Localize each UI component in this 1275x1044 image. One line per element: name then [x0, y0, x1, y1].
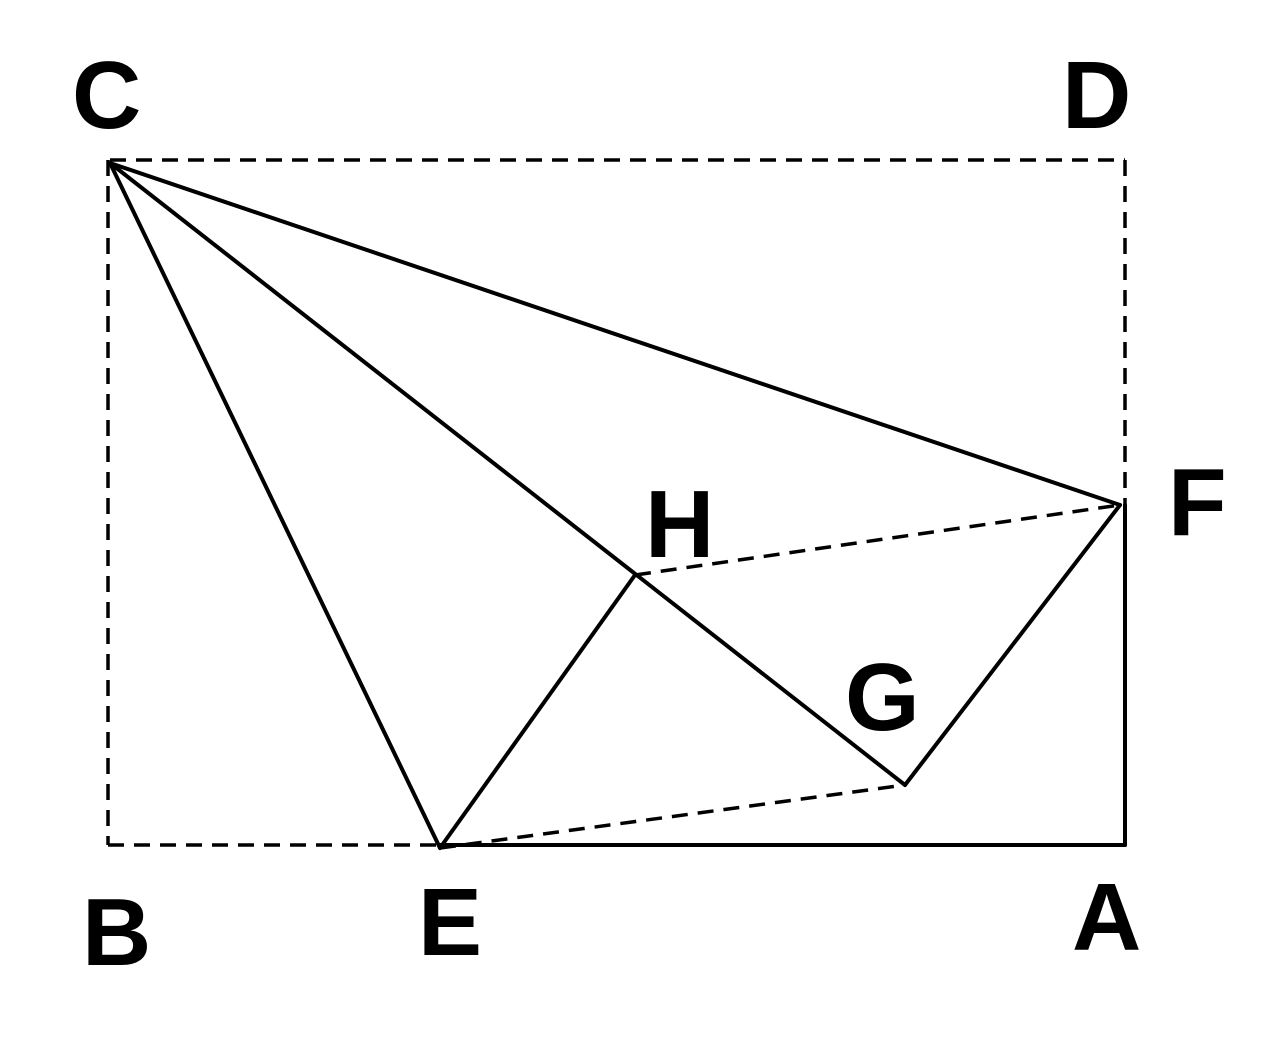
segment-eg — [439, 783, 906, 850]
point-label-c: C — [72, 42, 141, 149]
point-label-h: H — [645, 471, 714, 578]
segment-gf — [903, 503, 1122, 787]
segment-cg — [108, 161, 907, 787]
point-label-f: F — [1168, 449, 1227, 556]
segment-hf — [634, 503, 1121, 577]
point-label-e: E — [418, 869, 482, 976]
segment-eh — [438, 573, 637, 850]
point-label-g: G — [845, 644, 920, 751]
point-label-a: A — [1072, 864, 1141, 971]
point-label-b: B — [82, 879, 151, 986]
segment-ce — [108, 161, 442, 850]
point-label-d: D — [1062, 42, 1131, 149]
segment-cf — [108, 161, 1122, 507]
